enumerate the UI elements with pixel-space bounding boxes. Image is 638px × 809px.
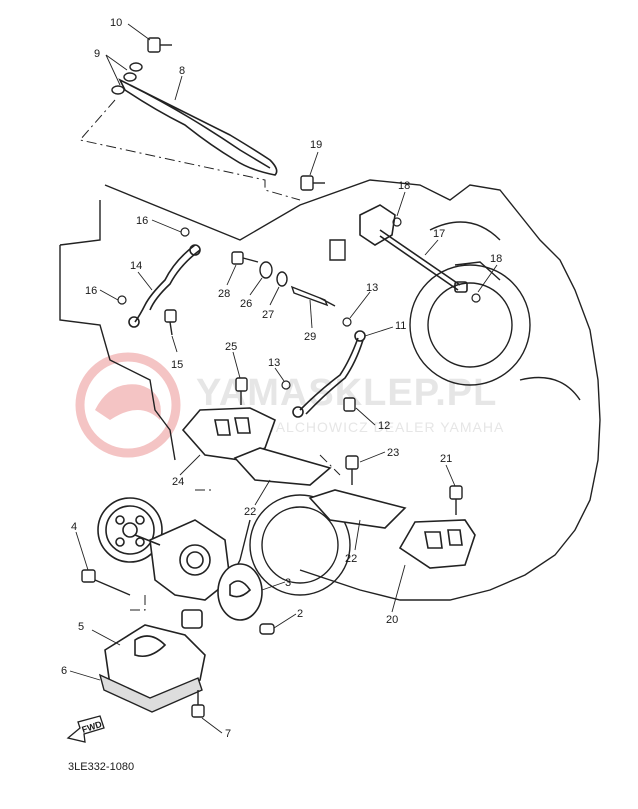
bolt-4 xyxy=(81,569,131,596)
baffle-plate-20 xyxy=(398,519,476,569)
o-rings-13 xyxy=(281,317,352,390)
part-label-16: 16 xyxy=(85,285,97,297)
part-label-26: 26 xyxy=(240,298,252,310)
oil-pipe-14 xyxy=(128,244,201,328)
washer-26 xyxy=(259,261,273,279)
part-label-10: 10 xyxy=(110,17,122,29)
part-label-19: 19 xyxy=(310,139,322,151)
part-label-18: 18 xyxy=(398,180,410,192)
pin-2 xyxy=(259,623,275,635)
part-label-25: 25 xyxy=(225,341,237,353)
fwd-arrow: FWD xyxy=(66,715,105,743)
baffle-plate-22a xyxy=(233,447,332,486)
bolt-19 xyxy=(300,175,325,191)
watermark-subtitle: WALCHOWICZ DEALER YAMAHA xyxy=(262,419,504,435)
pump-gear xyxy=(97,497,163,563)
part-label-7: 7 xyxy=(225,728,231,740)
bolt-25 xyxy=(235,377,248,405)
oil-pipe-11 xyxy=(292,330,366,418)
bolt-28 xyxy=(231,251,259,265)
baffle-plate-22b xyxy=(308,489,407,529)
part-labels: 10 9 8 19 18 17 18 16 14 16 15 28 26 27 … xyxy=(61,17,502,740)
oil-pump-body xyxy=(134,519,231,601)
oil-pipe-8 xyxy=(118,78,278,176)
bolt-12 xyxy=(343,397,356,412)
strainer-screen-6 xyxy=(98,673,203,713)
washers-9 xyxy=(111,62,143,95)
part-label-22: 22 xyxy=(345,553,357,565)
part-label-5: 5 xyxy=(78,621,84,633)
part-label-27: 27 xyxy=(262,309,274,321)
part-label-13: 13 xyxy=(366,282,378,294)
part-label-17: 17 xyxy=(433,228,445,240)
flywheel-housing xyxy=(249,494,351,596)
part-label-22: 22 xyxy=(244,506,256,518)
part-label-13: 13 xyxy=(268,357,280,369)
leader-lines xyxy=(79,99,341,611)
part-label-4: 4 xyxy=(71,521,77,533)
pump-cover-3 xyxy=(217,563,263,621)
bolt-15 xyxy=(164,309,177,336)
part-label-11: 11 xyxy=(395,320,406,332)
watermark-logo-swirl xyxy=(95,384,161,420)
drawing-code: 3LE332-1080 xyxy=(68,761,134,773)
shaft-29 xyxy=(290,285,336,307)
part-label-6: 6 xyxy=(61,665,67,677)
part-label-9: 9 xyxy=(94,48,100,60)
part-label-8: 8 xyxy=(179,65,185,77)
strainer-housing-5 xyxy=(104,609,206,701)
label-leaders xyxy=(69,23,498,734)
part-label-15: 15 xyxy=(171,359,183,371)
watermark: YAMASKLEP.PL WALCHOWICZ DEALER YAMAHA xyxy=(75,352,504,458)
part-label-2: 2 xyxy=(297,608,303,620)
bolt-21 xyxy=(449,485,463,515)
o-rings-18 xyxy=(392,217,481,303)
part-label-23: 23 xyxy=(387,447,399,459)
part-label-3: 3 xyxy=(285,577,291,589)
oil-pipe-17 xyxy=(359,204,468,293)
bolt-10 xyxy=(147,37,172,53)
part-label-14: 14 xyxy=(130,260,142,272)
washer-27 xyxy=(276,271,288,287)
part-label-16: 16 xyxy=(136,215,148,227)
watermark-logo xyxy=(75,352,181,458)
part-label-18: 18 xyxy=(490,253,502,265)
bolt-23 xyxy=(345,455,359,485)
part-label-21: 21 xyxy=(440,453,452,465)
part-label-20: 20 xyxy=(386,614,398,626)
part-label-29: 29 xyxy=(304,331,316,343)
part-label-24: 24 xyxy=(172,476,184,488)
baffle-plate-24 xyxy=(181,407,276,461)
part-label-12: 12 xyxy=(378,420,390,432)
part-label-28: 28 xyxy=(218,288,230,300)
bolt-7 xyxy=(191,690,205,718)
